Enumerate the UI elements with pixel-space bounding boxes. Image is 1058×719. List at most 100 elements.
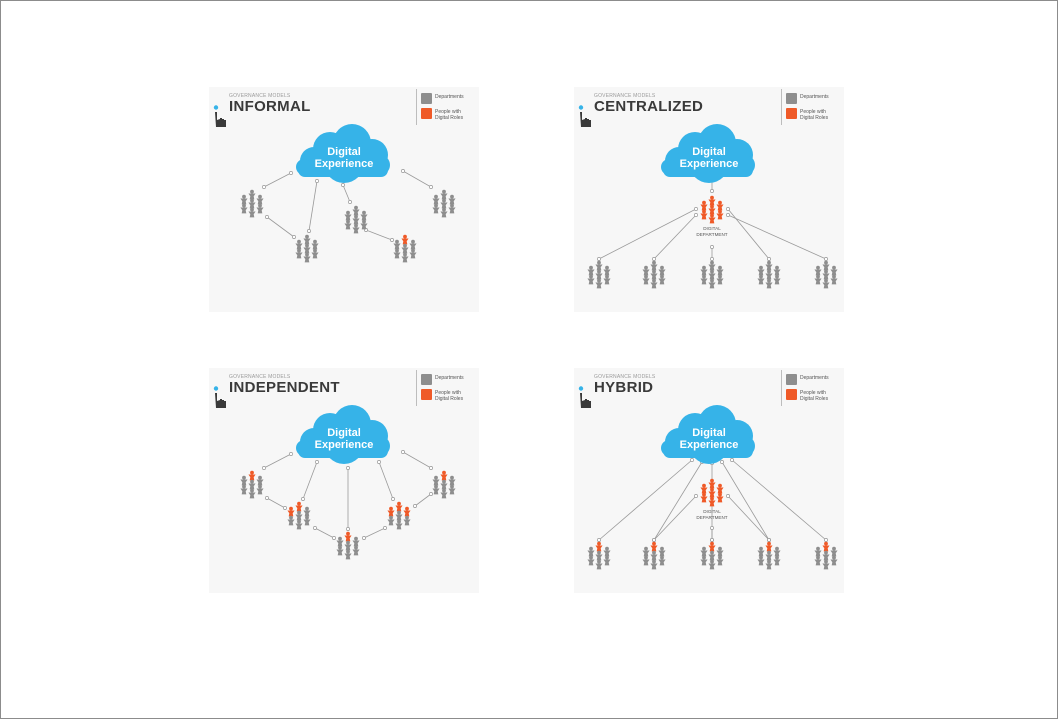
legend-people-line2: Digital Roles [435,115,464,121]
cloud-label-line2: Experience [315,439,374,451]
person-icon [248,488,256,499]
person-icon [757,555,765,566]
person-icon [295,501,303,512]
department-cluster [642,541,666,570]
connector-line [652,494,698,542]
person-icon [393,248,401,259]
person-icon [773,265,781,276]
person-icon [440,198,448,209]
legend-people-line1: People with [435,109,461,115]
person-icon [822,550,830,561]
person-icon [650,278,658,289]
person-icon [708,278,716,289]
person-icon [587,274,595,285]
person-icon [256,203,264,214]
person-icon [303,243,311,254]
person-icon [295,510,303,521]
person-icon [403,515,411,526]
person-icon [642,265,650,276]
digital-department-label-line1: DIGITAL [703,509,721,514]
person-icon [716,546,724,557]
person-icon [311,239,319,250]
person-icon [440,488,448,499]
person-icon [650,541,658,552]
panel-informal: GOVERNANCE MODELS INFORMAL Departments P… [209,87,479,312]
person-icon [642,555,650,566]
panel-subtitle: GOVERNANCE MODELS [229,93,291,99]
person-icon [658,274,666,285]
person-icon [822,559,830,570]
department-cluster [642,260,666,289]
cloud-label-line1: Digital [327,427,361,439]
person-icon [256,475,264,486]
connector-line [726,494,771,542]
legend-departments-label: Departments [800,375,829,381]
person-icon [757,274,765,285]
person-icon [773,555,781,566]
person-icon [440,207,448,218]
connector-line [301,460,319,501]
connector-line [364,228,394,242]
person-icon [432,194,440,205]
person-icon [344,531,352,542]
connector-line [401,169,433,189]
panel-subtitle: GOVERNANCE MODELS [594,93,656,99]
person-icon [658,265,666,276]
cloud-label-line1: Digital [692,146,726,158]
person-icon [587,546,595,557]
person-icon [700,483,708,494]
person-icon [448,475,456,486]
panel-independent: GOVERNANCE MODELS INDEPENDENT Department… [209,368,479,593]
connector-line [730,458,828,542]
person-icon [248,479,256,490]
legend-departments-label: Departments [800,94,829,100]
person-icon [716,200,724,211]
legend-people-line1: People with [800,390,826,396]
cloud-label-line1: Digital [692,427,726,439]
panel-title: CENTRALIZED [594,98,704,115]
connector-line [307,179,319,233]
person-icon [642,274,650,285]
person-icon [432,484,440,495]
person-icon [700,492,708,503]
person-icon [440,479,448,490]
connector-line [265,215,296,239]
person-icon [716,274,724,285]
person-icon [708,496,716,507]
person-icon [401,243,409,254]
person-icon [344,549,352,560]
legend-people-line2: Digital Roles [800,396,829,402]
connector-line [377,460,395,501]
person-icon [393,239,401,250]
person-icon [409,239,417,250]
person-icon [336,536,344,547]
person-icon [708,559,716,570]
department-cluster [240,189,264,218]
department-cluster [814,260,838,289]
department-cluster [587,260,611,289]
person-icon [822,541,830,552]
person-icon [700,209,708,220]
hand-pointer-icon [578,386,594,413]
person-icon [387,515,395,526]
person-icon [352,205,360,216]
cloud-label-line1: Digital [327,146,361,158]
person-icon [336,545,344,556]
person-icon [303,252,311,263]
department-cluster [240,470,264,499]
person-icon [311,248,319,259]
department-cluster [814,541,838,570]
legend-departments-label: Departments [435,94,464,100]
department-cluster [287,501,311,530]
person-icon [303,515,311,526]
connector-line [726,213,828,261]
person-icon [830,265,838,276]
department-cluster [336,531,360,560]
person-icon [700,200,708,211]
connector-line [341,183,352,204]
